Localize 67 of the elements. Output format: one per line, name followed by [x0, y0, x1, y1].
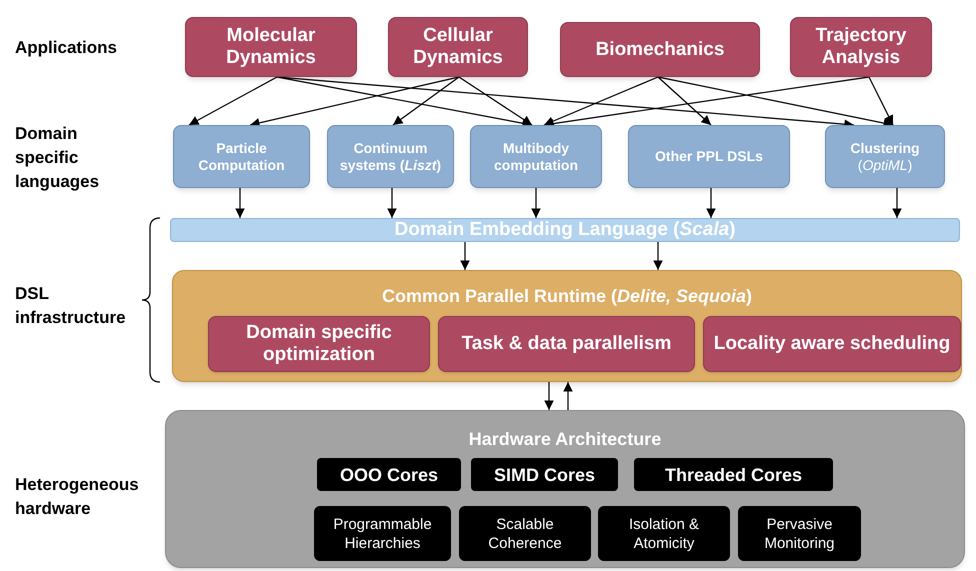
arrow: [188, 76, 278, 126]
feature-box: [738, 506, 861, 561]
arrow: [250, 76, 460, 128]
language-box: [173, 125, 310, 188]
application-box: [560, 22, 760, 77]
node-label: Particle Computation: [197, 140, 286, 174]
node-label: Hardware Architecture: [468, 428, 662, 450]
language-box: [327, 125, 454, 188]
runtime-component-box: [438, 316, 695, 372]
runtime-panel: [172, 270, 962, 382]
node-label: Other PPL DSLs: [655, 148, 763, 165]
feature-box: [314, 506, 451, 561]
arrow: [868, 76, 894, 126]
feature-box: [598, 506, 730, 561]
arrow: [276, 76, 532, 128]
arrow: [658, 76, 894, 128]
node-label: Pervasive Monitoring: [763, 514, 836, 552]
layer-label: Domain specific languages: [15, 123, 100, 193]
application-box: [185, 17, 357, 77]
arrow: [658, 76, 712, 126]
language-box: [825, 125, 945, 188]
arrow: [544, 76, 658, 126]
node-label: Threaded Cores: [664, 464, 802, 484]
arrow: [387, 188, 397, 218]
node-sublabel: (OptiML): [858, 157, 912, 173]
arrow: [706, 188, 716, 218]
node-label: Clustering: [850, 140, 920, 157]
core-box: [634, 458, 833, 491]
arrow: [544, 382, 554, 410]
node-label: Common Parallel Runtime (Delite, Sequoia): [382, 285, 752, 307]
feature-box: [459, 506, 591, 561]
language-bar: [170, 218, 960, 242]
arrow: [392, 76, 460, 126]
application-box: [388, 17, 528, 77]
core-box: [317, 458, 461, 491]
arrow: [563, 382, 573, 410]
arrow: [531, 188, 541, 218]
node-label: Domain Embedding Language (Scala): [394, 219, 736, 241]
node-label: OOO Cores: [340, 464, 438, 484]
arrow: [458, 76, 532, 126]
hardware-panel: [165, 410, 965, 568]
layer-label: DSL infrastructure: [15, 283, 127, 329]
application-box: [790, 17, 932, 77]
language-box: [470, 125, 602, 188]
layer-label: Applications: [15, 37, 118, 59]
runtime-component-box: [208, 316, 430, 372]
arrow: [460, 242, 470, 270]
node-label: Programmable Hierarchies: [332, 514, 433, 552]
core-box: [471, 458, 618, 491]
arrow: [235, 188, 245, 218]
node-label: Locality aware scheduling: [714, 333, 950, 355]
node-label: Biomechanics: [596, 38, 724, 60]
arrow: [892, 188, 902, 218]
arrow: [653, 242, 663, 270]
node-label: Domain specific optimization: [245, 322, 393, 366]
runtime-component-box: [703, 316, 961, 372]
node-label: Trajectory Analysis: [814, 25, 908, 69]
node-label: Scalable Coherence: [487, 514, 563, 552]
node-label: Multibody computation: [493, 140, 579, 174]
layer-label: Heterogeneous hardware: [15, 474, 140, 520]
node-label: Molecular Dynamics: [225, 25, 317, 69]
node-label: Cellular Dynamics: [412, 25, 504, 69]
language-box: [628, 125, 790, 188]
node-label: Task & data parallelism: [462, 333, 672, 355]
node-label: Isolation & Atomicity: [628, 514, 700, 552]
node-label: SIMD Cores: [494, 464, 596, 484]
node-label: Continuum systems (Liszt): [338, 140, 442, 174]
